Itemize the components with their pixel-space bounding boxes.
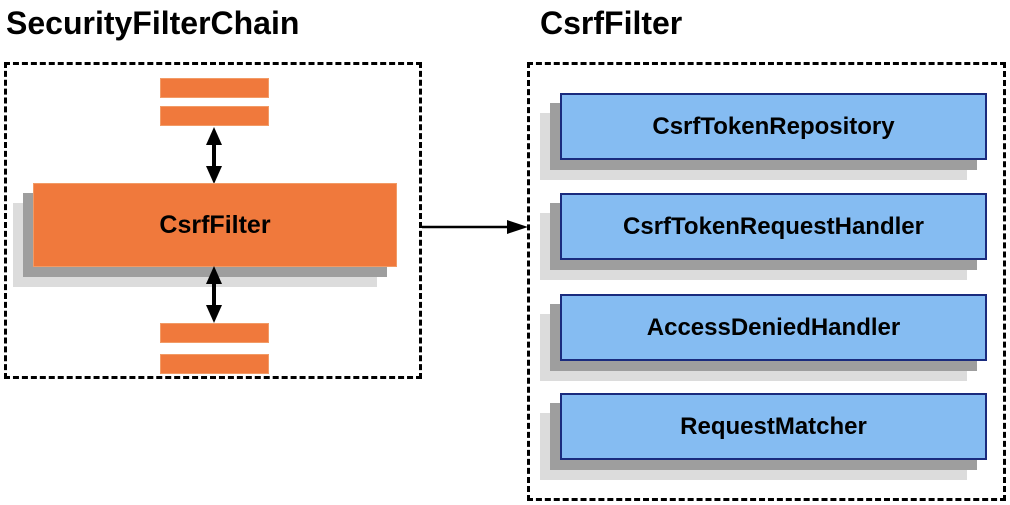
component-box-group: RequestMatcher	[540, 393, 987, 480]
double-arrow-icon	[203, 127, 225, 184]
csrf-filter-panel	[527, 62, 1006, 501]
component-box-csrf-token-request-handler: CsrfTokenRequestHandler	[560, 193, 987, 260]
filter-bar	[160, 78, 269, 98]
filter-bar	[160, 106, 269, 126]
security-filter-chain-panel	[4, 62, 422, 379]
left-panel-title: SecurityFilterChain	[6, 5, 300, 41]
right-panel-title: CsrfFilter	[540, 5, 683, 41]
filter-bar	[160, 354, 269, 374]
component-box-group: CsrfTokenRepository	[540, 93, 987, 180]
component-box-group: CsrfTokenRequestHandler	[540, 193, 987, 280]
component-box-group: AccessDeniedHandler	[540, 294, 987, 381]
flow-arrow-icon	[422, 217, 528, 237]
filter-bar	[160, 323, 269, 343]
component-box-request-matcher: RequestMatcher	[560, 393, 987, 460]
double-arrow-icon	[203, 266, 225, 323]
component-box-access-denied-handler: AccessDeniedHandler	[560, 294, 987, 361]
csrf-filter-box: CsrfFilter	[33, 183, 397, 267]
component-box-csrf-token-repository: CsrfTokenRepository	[560, 93, 987, 160]
csrf-filter-box-group: CsrfFilter	[13, 183, 397, 287]
